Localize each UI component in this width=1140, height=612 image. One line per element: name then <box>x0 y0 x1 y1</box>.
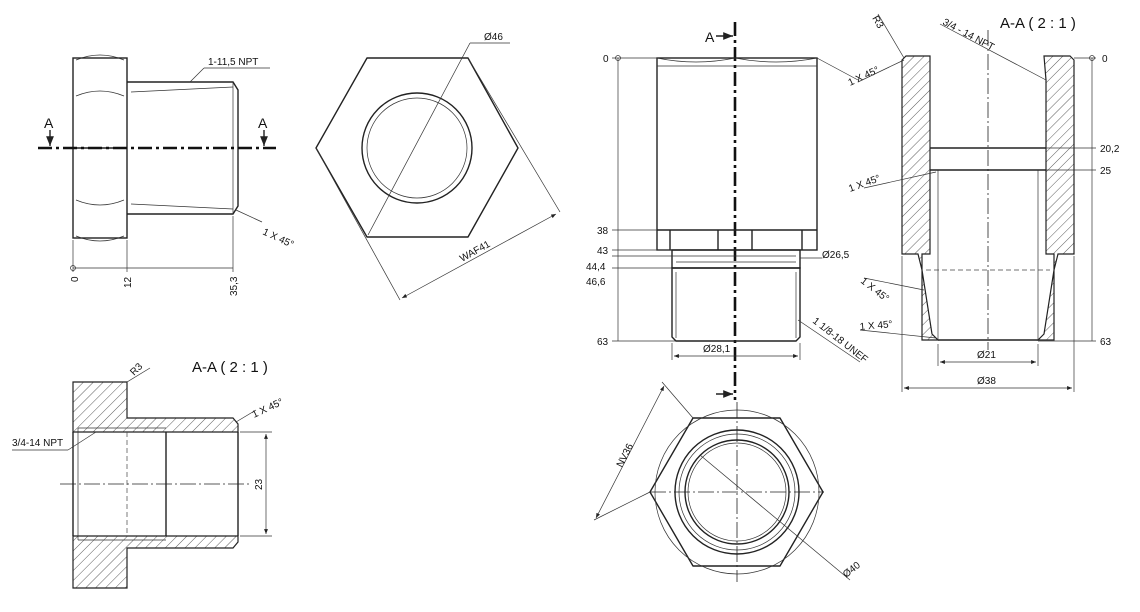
section-letter: A <box>258 115 268 131</box>
dimension-44-4: 44,4 <box>586 262 606 273</box>
section-title: A-A ( 2 : 1 ) <box>192 359 268 376</box>
dimension-63: 63 <box>597 337 609 348</box>
diameter-21: Ø21 <box>977 350 996 361</box>
diameter-28-1: Ø28,1 <box>703 344 731 355</box>
dimension-0: 0 <box>603 54 609 65</box>
dimension-43: 43 <box>597 246 609 257</box>
dimension-38: 38 <box>597 226 609 237</box>
left-section-view: A-A ( 2 : 1 ) R3 3/4-14 NPT 1 X 45° 23 <box>12 359 285 589</box>
radius-r3: R3 <box>869 14 885 31</box>
section-title: A-A ( 2 : 1 ) <box>1000 15 1076 32</box>
diameter-40: Ø40 <box>841 560 863 581</box>
chamfer-note: 1 X 45° <box>859 319 893 333</box>
dimension-25: 25 <box>1100 166 1112 177</box>
radius-r3: R3 <box>128 361 145 378</box>
dimension-23: 23 <box>254 478 265 490</box>
dimension-0: 0 <box>1102 54 1108 65</box>
thread-note: 3/4 - 14 NPT <box>941 17 996 53</box>
dimension-0: 0 <box>70 276 81 282</box>
right-front-view: A 0 38 43 44,4 46,6 63 Ø26,5 Ø28,1 <box>586 22 881 400</box>
section-letter: A <box>705 29 715 45</box>
left-front-view: A A 1-11,5 NPT 1 X 45° 0 12 35,3 <box>38 54 295 296</box>
dimension-12: 12 <box>123 276 134 288</box>
diameter-26-5: Ø26,5 <box>822 250 850 261</box>
dimension-63: 63 <box>1100 337 1112 348</box>
nv-36: NV36 <box>615 442 636 470</box>
chamfer-note: 1 X 45° <box>847 173 882 195</box>
thread-note: 1-11,5 NPT <box>208 57 258 68</box>
left-hex-view: Ø46 WAF41 <box>315 32 561 301</box>
thread-note: 3/4-14 NPT <box>12 438 63 449</box>
diameter-38: Ø38 <box>977 376 996 387</box>
diameter-46: Ø46 <box>484 32 503 43</box>
chamfer-note: 1 X 45° <box>261 227 295 251</box>
dimension-46-6: 46,6 <box>586 277 606 288</box>
dimension-20-2: 20,2 <box>1100 144 1120 155</box>
chamfer-note: 1 X 45° <box>251 397 285 421</box>
right-hex-view: NV36 Ø40 <box>593 381 863 582</box>
chamfer-note: 1 X 45° <box>847 65 881 89</box>
right-section-view: A-A ( 2 : 1 ) 0 20,2 25 63 Ø21 Ø38 R3 3/… <box>847 13 1120 392</box>
dimension-35-3: 35,3 <box>229 276 240 296</box>
section-letter: A <box>44 115 54 131</box>
